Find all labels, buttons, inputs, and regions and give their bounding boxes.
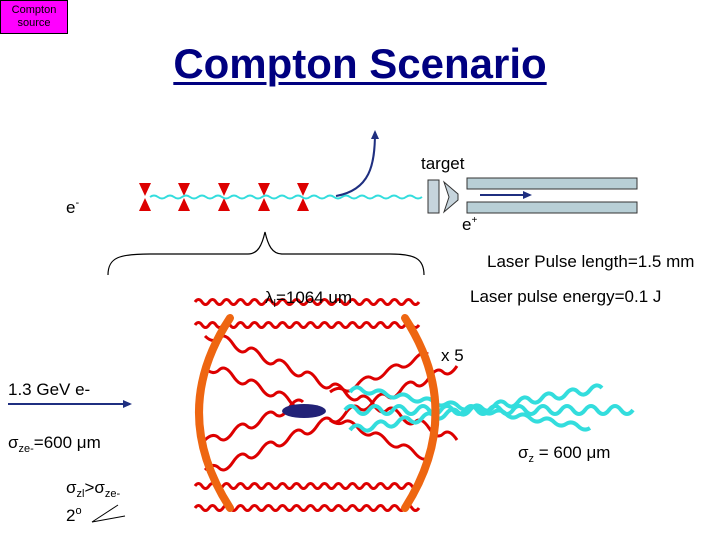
bowtie-2 (178, 183, 190, 211)
collector-cone (442, 180, 459, 214)
zoom-brace (107, 231, 425, 276)
electron-label: e- (66, 197, 79, 217)
tag-line-1: Compton (11, 4, 57, 16)
laser-wave-1 (193, 298, 421, 306)
target-label: target (421, 154, 465, 173)
bunch-length-inequality: σzl>σze- (66, 478, 121, 500)
mirror-right (401, 314, 440, 512)
positron-label: e+ (462, 215, 477, 234)
laser-wave-diagonal-2 (203, 365, 459, 472)
laser-wave-3 (193, 482, 421, 490)
page-title: Compton Scenario (0, 40, 720, 88)
compton-source-tag: Compton source (0, 0, 68, 34)
tag-line-2: source (17, 17, 51, 29)
laser-wave-diagonal-6 (329, 351, 429, 394)
crossing-angle-label: 2o (66, 505, 82, 525)
crossing-angle-icon (91, 504, 126, 523)
sigma-ze-label: σze-=600 μm (8, 433, 101, 455)
laser-wave-2 (193, 321, 421, 329)
electron-bunch (282, 404, 326, 418)
laser-cavity-triangles (139, 183, 309, 211)
laser-wave-diagonal-5 (329, 418, 429, 461)
laser-wave-diagonal-4 (203, 398, 305, 442)
bowtie-3 (218, 183, 230, 211)
gamma-wave-3 (348, 385, 592, 432)
title-text: Compton Scenario (173, 40, 547, 87)
beam-pipe-upper (466, 177, 638, 190)
wavelength-label: λl=1064 um (265, 288, 352, 310)
pulse-energy-label: Laser pulse energy=0.1 J (470, 287, 661, 306)
target-plate (427, 179, 440, 214)
sigma-z-label: σz = 600 μm (518, 443, 610, 465)
bowtie-1 (139, 183, 151, 211)
deflected-electron-arrow (335, 130, 379, 197)
bowtie-4 (258, 183, 270, 211)
beam-energy-label: 1.3 GeV e- (8, 380, 90, 399)
bowtie-5 (297, 183, 309, 211)
beam-pipe-lower (466, 201, 638, 214)
mirror-left (195, 314, 234, 512)
gamma-ray-wave-top (149, 194, 423, 200)
multiplier-label: x 5 (441, 346, 464, 365)
mirrors (195, 314, 440, 512)
laser-wave-diagonal-3 (203, 366, 305, 410)
pulse-length-label: Laser Pulse length=1.5 mm (487, 252, 694, 271)
gamma-output-waves (343, 383, 635, 433)
